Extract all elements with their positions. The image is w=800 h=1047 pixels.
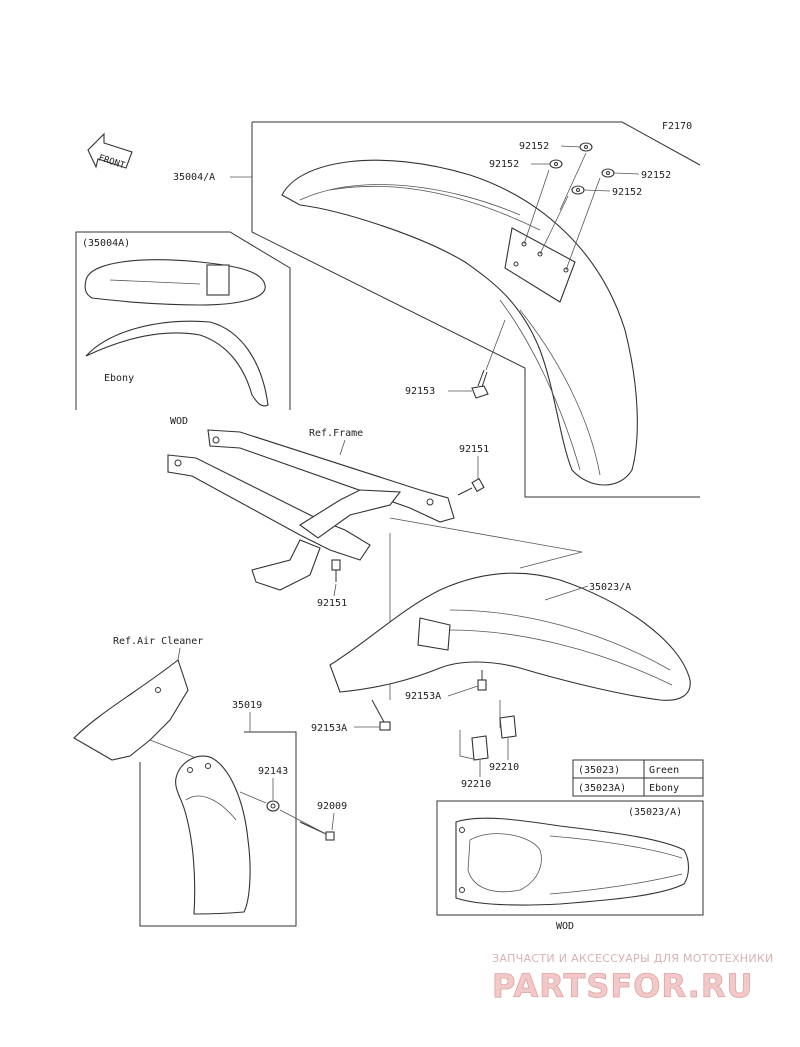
callout-35023: 35023/A xyxy=(589,582,631,593)
rear-fender-inset-box xyxy=(436,800,704,916)
rear-fender-top-view xyxy=(455,817,690,906)
ebony-front-fender-top-view xyxy=(84,259,266,306)
callout-92152-c: 92152 xyxy=(641,170,671,181)
mud-flap xyxy=(175,755,251,915)
ebony-label: Ebony xyxy=(104,373,134,384)
ref-air-cleaner-label: Ref.Air Cleaner xyxy=(113,636,203,647)
washer-icon xyxy=(549,142,615,195)
color-table-code-2: (35023A) xyxy=(578,783,626,794)
ref-frame-label: Ref.Frame xyxy=(309,428,363,439)
bolt-icon xyxy=(471,369,489,399)
callout-92151-left: 92151 xyxy=(317,598,347,609)
rear-fender xyxy=(329,572,691,701)
callout-92152-b: 92152 xyxy=(489,159,519,170)
wod-label-top: WOD xyxy=(170,416,188,427)
collar-icon xyxy=(266,800,280,812)
color-table: (35023) Green (35023A) Ebony xyxy=(572,759,704,797)
callout-92151-right: 92151 xyxy=(459,444,489,455)
color-table-code-1: (35023) xyxy=(578,765,620,776)
ebony-front-fender-side-view xyxy=(85,320,269,407)
callout-92153: 92153 xyxy=(405,386,435,397)
frame-bolt-icon xyxy=(457,477,485,496)
ebony-inset-box xyxy=(75,231,291,410)
front-fender-mount-plate xyxy=(504,227,576,303)
callout-92009: 92009 xyxy=(317,801,347,812)
front-direction-arrow-icon: FRONT xyxy=(87,132,133,171)
callout-35004A: (35004A) xyxy=(82,238,130,249)
rear-frame xyxy=(167,429,455,591)
callout-92143: 92143 xyxy=(258,766,288,777)
callout-35004: 35004/A xyxy=(173,172,215,183)
callout-35023A-box: (35023/A) xyxy=(628,807,682,818)
rear-fender-bolt-icon xyxy=(477,670,487,691)
clip-nut-icon xyxy=(471,715,517,761)
watermark-brand: PARTSFOR.RU xyxy=(492,967,753,1005)
air-cleaner-housing xyxy=(73,659,189,761)
callout-92153A-left: 92153A xyxy=(311,723,347,734)
color-table-color-1: Green xyxy=(649,765,679,776)
rear-fender-bolt-icon xyxy=(371,699,391,731)
callout-92153A-right: 92153A xyxy=(405,691,441,702)
front-fender-box-top xyxy=(252,121,701,166)
frame-bolt-icon xyxy=(331,559,341,582)
callout-92152-d: 92152 xyxy=(612,187,642,198)
front-fender-box-bottom xyxy=(251,231,700,498)
diagram-code: F2170 xyxy=(662,121,692,132)
color-table-color-2: Ebony xyxy=(649,783,679,794)
flap-box xyxy=(139,731,297,927)
callout-92210-right: 92210 xyxy=(489,762,519,773)
front-fender xyxy=(281,159,638,486)
screw-icon xyxy=(299,821,335,841)
callout-92210-left: 92210 xyxy=(461,779,491,790)
callout-35019: 35019 xyxy=(232,700,262,711)
wod-label-bottom: WOD xyxy=(556,921,574,932)
watermark-caption: ЗАПЧАСТИ И АКСЕССУАРЫ ДЛЯ МОТОТЕХНИКИ xyxy=(492,952,774,965)
rear-fender-box-top xyxy=(389,517,583,569)
callout-92152-a: 92152 xyxy=(519,141,549,152)
